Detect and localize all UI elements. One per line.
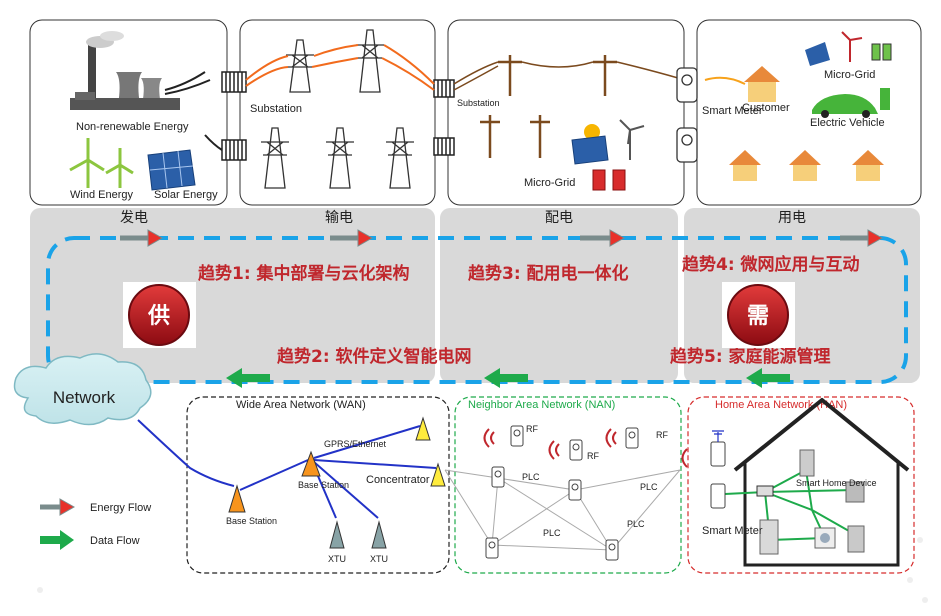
nan-title: Neighbor Area Network (NAN) <box>468 399 615 411</box>
svg-text:Network: Network <box>53 388 116 407</box>
cycle-loop <box>46 236 908 384</box>
badge-demand: 需 <box>722 282 795 348</box>
trend-5: 趋势5: 家庭能源管理 <box>670 346 831 367</box>
trend-1: 趋势1: 集中部署与云化架构 <box>198 263 410 284</box>
solar-panel-icon <box>147 149 196 191</box>
section-generation: 发电 <box>120 210 148 226</box>
panel-distribution <box>447 19 685 206</box>
power-plant-icon <box>70 31 211 110</box>
label-gprs: GPRS/Ethernet <box>324 439 387 449</box>
svg-text:供: 供 <box>147 303 170 329</box>
label-rf-1: RF <box>526 424 538 434</box>
nan-meter-icons <box>485 425 639 561</box>
electric-vehicle-icon <box>812 88 890 118</box>
label-customer: Customer <box>742 102 790 114</box>
section-transmission: 输电 <box>325 210 353 226</box>
label-xtu-1: XTU <box>328 554 346 564</box>
section-distribution: 配电 <box>545 210 573 226</box>
label-concentrator: Concentrator <box>366 474 430 486</box>
trend-4: 趋势4: 微网应用与互动 <box>682 254 860 275</box>
section-consumption: 用电 <box>778 210 806 226</box>
badge-supply: 供 <box>123 282 196 348</box>
panel-transmission <box>239 19 436 206</box>
han-devices <box>710 441 865 555</box>
label-plc-4: PLC <box>627 519 645 529</box>
label-non-renewable: Non-renewable Energy <box>76 121 189 133</box>
network-cloud: Network <box>13 353 152 426</box>
wind-turbine-icon <box>69 138 134 188</box>
label-micro-grid-distribution: Micro-Grid <box>524 177 575 189</box>
wan-links <box>137 419 437 519</box>
wan-box <box>186 396 450 574</box>
trend-3: 趋势3: 配用电一体化 <box>468 263 629 284</box>
transformer-icon <box>221 71 455 161</box>
label-substation-2: Substation <box>457 98 500 108</box>
label-micro-grid-consumption: Micro-Grid <box>824 69 875 81</box>
utility-pole-icon <box>480 55 617 158</box>
label-substation-1: Substation <box>250 103 302 115</box>
legend-energy-flow: Energy Flow <box>90 502 151 514</box>
label-solar-energy: Solar Energy <box>154 189 218 201</box>
label-rf-2: RF <box>587 451 599 461</box>
label-electric-vehicle: Electric Vehicle <box>810 117 885 129</box>
power-lines <box>245 44 435 91</box>
label-plc-3: PLC <box>543 528 561 538</box>
label-xtu-2: XTU <box>370 554 388 564</box>
label-base-station-2: Base Station <box>298 480 349 490</box>
base-station-icon <box>228 416 446 549</box>
label-plc-1: PLC <box>522 472 540 482</box>
han-house <box>733 398 910 567</box>
legend-data-flow: Data Flow <box>90 535 140 547</box>
label-smart-home-device: Smart Home Device <box>796 478 877 488</box>
label-wind-energy: Wind Energy <box>70 189 133 201</box>
han-antenna-icons <box>712 430 724 442</box>
label-smart-meter-top: Smart Meter <box>702 105 763 117</box>
transmission-tower-icon <box>261 29 414 189</box>
micro-grid-icon <box>571 119 645 191</box>
legend <box>40 498 76 550</box>
label-rf-3: RF <box>656 430 668 440</box>
micro-grid-consumption-icon <box>805 31 892 66</box>
panel-generation <box>29 19 228 206</box>
distribution-lines <box>453 61 679 91</box>
label-plc-2: PLC <box>640 482 658 492</box>
label-han-smart-meter: Smart Meter <box>702 525 763 537</box>
trend-2: 趋势2: 软件定义智能电网 <box>277 346 472 367</box>
svg-text:需: 需 <box>747 304 769 329</box>
house-icon <box>729 66 884 181</box>
smart-meter-icon <box>676 67 698 163</box>
wan-title: Wide Area Network (WAN) <box>236 399 366 411</box>
label-base-station-1: Base Station <box>226 516 277 526</box>
data-flow-arrows <box>226 368 790 388</box>
trend-band <box>30 208 920 383</box>
energy-flow-arrows <box>120 229 884 247</box>
